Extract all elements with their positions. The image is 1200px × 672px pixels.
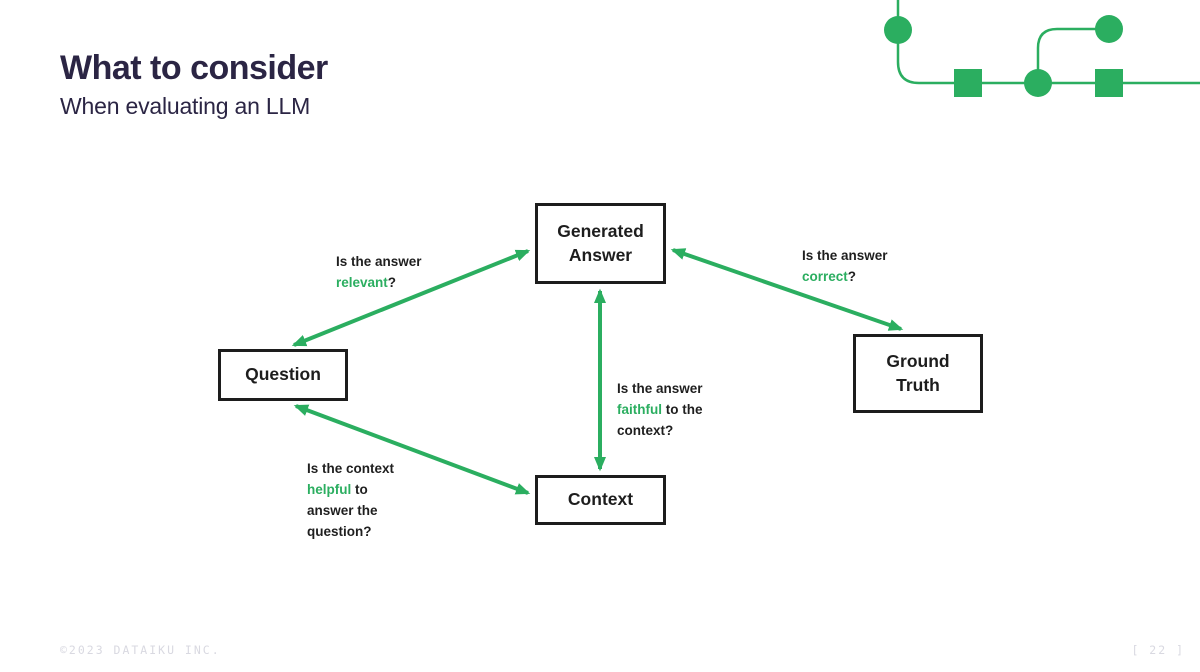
edge-label-line: Is the context (307, 461, 395, 476)
green-circle-icon (884, 16, 912, 44)
edge-label-suffix: to the context? (617, 402, 703, 438)
node-label: Question (245, 364, 321, 385)
edge-label-line: faithful to the context? (617, 402, 703, 438)
green-circle-icon (1024, 69, 1052, 97)
highlight-word: faithful (617, 402, 662, 417)
edge-label-suffix: ? (847, 269, 857, 284)
edge-label-line: helpful to answer the question? (307, 482, 378, 539)
green-circle-icon (1095, 15, 1123, 43)
node-question: Question (218, 349, 348, 401)
edge-label-correct: Is the answer correct? (802, 245, 914, 287)
edge-label-relevant: Is the answer relevant? (336, 251, 448, 293)
node-context: Context (535, 475, 666, 525)
decoration-branch-line (1036, 27, 1096, 83)
edge-label-suffix: ? (387, 275, 397, 290)
node-ground-truth: Ground Truth (853, 334, 983, 413)
node-label: Ground Truth (886, 351, 950, 395)
green-square-icon (954, 69, 982, 97)
node-label: Generated Answer (557, 221, 644, 265)
node-generated-answer: Generated Answer (535, 203, 666, 284)
arrow-question-context (293, 404, 531, 495)
edge-label-faithful: Is the answer faithful to the context? (617, 378, 729, 441)
node-label: Context (567, 489, 634, 510)
page-subtitle: When evaluating an LLM (60, 93, 311, 120)
decoration-main-line (896, 0, 1200, 85)
green-square-icon (1095, 69, 1123, 97)
edge-label-line: Is the answer (802, 248, 888, 263)
highlight-word: helpful (307, 482, 352, 497)
copyright-text: ©2023 DATAIKU INC. (60, 643, 221, 657)
arrow-question-generated (291, 249, 531, 347)
edge-label-line: Is the answer (336, 254, 422, 269)
edge-label-helpful: Is the context helpful to answer the que… (307, 458, 407, 542)
header: What to consider When evaluating an LLM (60, 49, 328, 120)
arrow-generated-groundtruth (670, 248, 904, 331)
edge-label-suffix: to answer the question? (307, 482, 378, 539)
highlight-word: correct (802, 269, 848, 284)
edge-label-line: correct? (802, 269, 856, 284)
edge-label-line: relevant? (336, 275, 396, 290)
highlight-word: relevant (336, 275, 388, 290)
page-number: [ 22 ] (1131, 643, 1185, 657)
page-title: What to consider (60, 49, 328, 87)
footer: ©2023 DATAIKU INC. [ 22 ] (0, 640, 1200, 660)
edge-label-line: Is the answer (617, 381, 703, 396)
